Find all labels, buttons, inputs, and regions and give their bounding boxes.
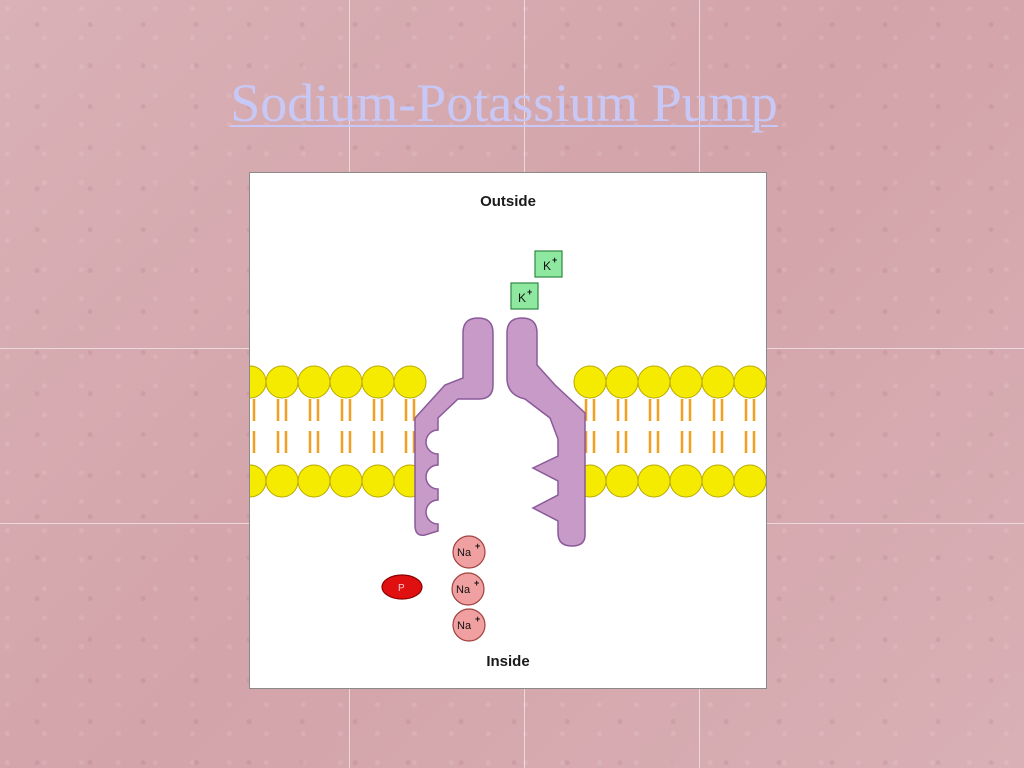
lipid-head (733, 464, 766, 498)
phosphate-group: P (381, 574, 423, 600)
svg-text:+: + (527, 287, 532, 297)
svg-text:Na: Na (457, 547, 472, 559)
lipid-head (297, 365, 331, 399)
svg-text:K: K (518, 291, 526, 305)
lipid-head (637, 464, 671, 498)
lipid-head (605, 365, 639, 399)
lipid-head (265, 464, 299, 498)
lipid-head (669, 365, 703, 399)
svg-text:Na: Na (456, 584, 471, 596)
sodium-ion: Na + (452, 535, 486, 569)
svg-text:Na: Na (457, 620, 472, 632)
svg-text:+: + (475, 614, 480, 624)
lipid-head (605, 464, 639, 498)
membrane-diagram-svg: K + K + Na + Na + Na + P (250, 250, 766, 642)
lipid-head (361, 365, 395, 399)
potassium-ion: K + (510, 282, 539, 310)
svg-text:P: P (398, 583, 405, 594)
lipid-head (701, 365, 735, 399)
svg-text:+: + (552, 255, 557, 265)
lipid-head (573, 365, 607, 399)
lipid-head (393, 365, 427, 399)
lipid-head (329, 464, 363, 498)
lipid-head (669, 464, 703, 498)
lipid-head (361, 464, 395, 498)
pump-protein-left (414, 317, 494, 537)
svg-text:+: + (474, 578, 479, 588)
lipid-head (733, 365, 766, 399)
lipid-head (329, 365, 363, 399)
potassium-ion: K + (534, 250, 563, 278)
sodium-ion: Na + (452, 608, 486, 642)
svg-text:+: + (475, 541, 480, 551)
lipid-head (250, 464, 267, 498)
slide-title[interactable]: Sodium-Potassium Pump (230, 73, 778, 133)
outside-label: Outside (480, 193, 536, 210)
lipid-head (250, 365, 267, 399)
lipid-head (297, 464, 331, 498)
pump-diagram: K + K + Na + Na + Na + P Outside (249, 172, 767, 689)
lipid-heads (250, 365, 766, 498)
pump-protein-right (506, 317, 586, 547)
lipid-head (637, 365, 671, 399)
inside-label: Inside (486, 653, 530, 670)
lipid-head (265, 365, 299, 399)
lipid-tails (252, 399, 756, 453)
svg-text:K: K (543, 259, 551, 273)
lipid-head (701, 464, 735, 498)
sodium-ion: Na + (451, 572, 485, 606)
